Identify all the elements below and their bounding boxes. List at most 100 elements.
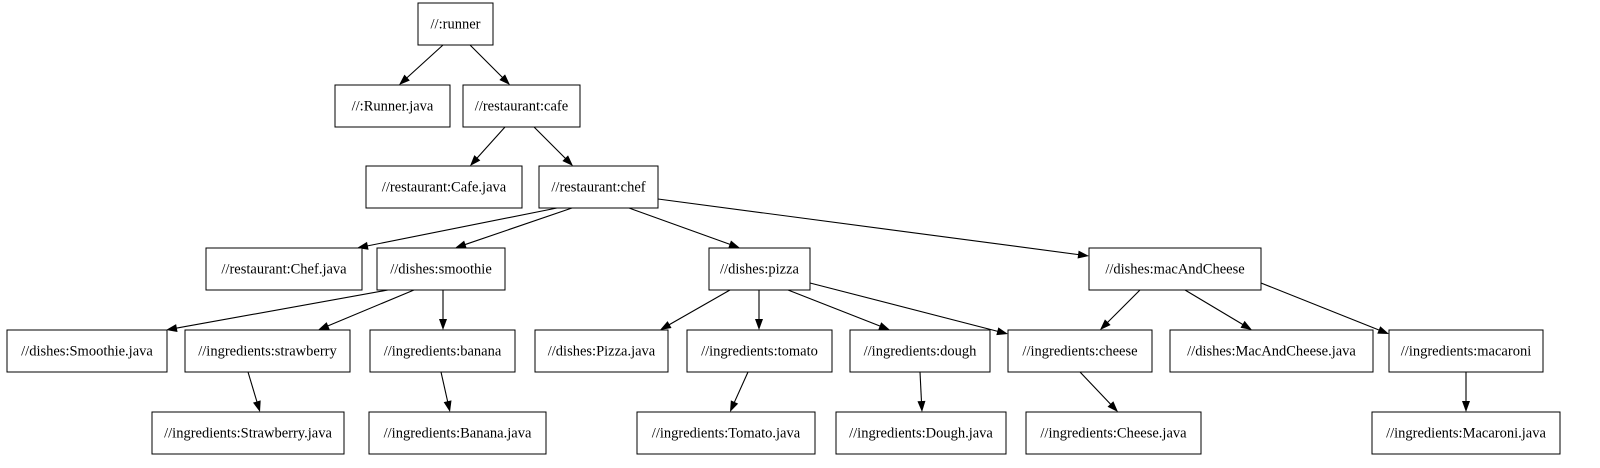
- node-box[interactable]: [686, 329, 833, 373]
- graph-edge: [1260, 282, 1389, 334]
- edge-line: [919, 371, 923, 403]
- node-box[interactable]: [1007, 329, 1153, 373]
- edge-arrowhead-icon: [996, 327, 1008, 336]
- node-label: //dishes:Smoothie.java: [21, 343, 153, 359]
- node-box[interactable]: [835, 411, 1007, 455]
- graph-edge: [1184, 289, 1252, 330]
- graph-node[interactable]: //restaurant:cafe: [462, 84, 581, 128]
- graph-node[interactable]: //ingredients:Tomato.java: [636, 411, 816, 455]
- graph-edge: [247, 371, 261, 412]
- edge-line: [1106, 289, 1141, 324]
- edge-arrowhead-icon: [1077, 250, 1089, 259]
- node-label: //ingredients:Tomato.java: [652, 425, 801, 441]
- graph-edge: [657, 198, 1089, 259]
- edge-arrowhead-icon: [439, 319, 447, 330]
- edge-line: [733, 371, 749, 404]
- edge-line: [1079, 371, 1112, 406]
- node-label: //ingredients:cheese: [1022, 343, 1137, 359]
- node-box[interactable]: [534, 329, 669, 373]
- node-box[interactable]: [365, 165, 523, 209]
- node-box[interactable]: [205, 247, 363, 291]
- edge-arrowhead-icon: [318, 322, 330, 330]
- edge-arrowhead-icon: [399, 74, 410, 85]
- node-label: //restaurant:Chef.java: [221, 261, 347, 277]
- node-label: //dishes:pizza: [720, 261, 799, 277]
- graph-edge: [399, 44, 444, 85]
- graph-node[interactable]: //ingredients:tomato: [686, 329, 833, 373]
- node-box[interactable]: [376, 247, 506, 291]
- graph-node[interactable]: //:runner: [417, 2, 494, 46]
- node-box[interactable]: [708, 247, 811, 291]
- edge-line: [326, 289, 415, 327]
- node-label: //ingredients:strawberry: [198, 343, 337, 359]
- graph-node[interactable]: //restaurant:Chef.java: [205, 247, 363, 291]
- edge-arrowhead-icon: [443, 400, 452, 412]
- edge-arrowhead-icon: [499, 74, 510, 85]
- edge-line: [787, 289, 882, 328]
- graph-node[interactable]: //dishes:Smoothie.java: [6, 329, 168, 373]
- node-label: //restaurant:cafe: [475, 98, 568, 114]
- graph-node[interactable]: //ingredients:Strawberry.java: [151, 411, 345, 455]
- edge-line: [463, 207, 573, 246]
- node-box[interactable]: [151, 411, 345, 455]
- node-box[interactable]: [369, 329, 516, 373]
- graph-node[interactable]: //restaurant:Cafe.java: [365, 165, 523, 209]
- graph-node[interactable]: //ingredients:macaroni: [1388, 329, 1544, 373]
- node-label: //ingredients:macaroni: [1401, 343, 1531, 359]
- graph-node[interactable]: //ingredients:cheese: [1007, 329, 1153, 373]
- edge-line: [469, 44, 504, 79]
- edge-line: [247, 371, 258, 404]
- edge-arrowhead-icon: [1377, 326, 1389, 334]
- node-box[interactable]: [1025, 411, 1202, 455]
- graph-node[interactable]: //dishes:macAndCheese: [1088, 247, 1262, 291]
- graph-edge: [455, 207, 573, 249]
- graph-node[interactable]: //ingredients:Cheese.java: [1025, 411, 1202, 455]
- edge-arrowhead-icon: [917, 400, 926, 412]
- graph-node[interactable]: //ingredients:strawberry: [184, 329, 351, 373]
- graph-edge: [470, 126, 506, 166]
- graph-edge: [1462, 372, 1470, 412]
- node-box[interactable]: [6, 329, 168, 373]
- node-box[interactable]: [417, 2, 494, 46]
- graph-node[interactable]: //ingredients:Dough.java: [835, 411, 1007, 455]
- edge-arrowhead-icon: [562, 155, 573, 166]
- edge-arrowhead-icon: [1107, 401, 1118, 412]
- node-box[interactable]: [462, 84, 581, 128]
- graph-node[interactable]: //:Runner.java: [334, 84, 451, 128]
- edge-arrowhead-icon: [166, 324, 178, 332]
- edge-line: [809, 282, 999, 333]
- edge-line: [366, 207, 558, 247]
- graph-edge: [628, 207, 740, 249]
- edge-arrowhead-icon: [1100, 319, 1111, 330]
- node-box[interactable]: [368, 411, 547, 455]
- node-box[interactable]: [334, 84, 451, 128]
- graph-node[interactable]: //ingredients:Macaroni.java: [1371, 411, 1561, 455]
- node-box[interactable]: [849, 329, 991, 373]
- graph-node[interactable]: //restaurant:chef: [538, 165, 659, 209]
- node-box[interactable]: [1371, 411, 1561, 455]
- graph-edge: [755, 290, 763, 330]
- graph-edge: [166, 289, 389, 332]
- graph-node[interactable]: //ingredients:banana: [369, 329, 516, 373]
- edge-layer: [166, 44, 1470, 412]
- node-box[interactable]: [1169, 329, 1374, 373]
- node-label: //dishes:MacAndCheese.java: [1187, 343, 1356, 359]
- node-label: //ingredients:Cheese.java: [1040, 425, 1187, 441]
- graph-node[interactable]: //dishes:Pizza.java: [534, 329, 669, 373]
- node-box[interactable]: [538, 165, 659, 209]
- graph-node[interactable]: //ingredients:Banana.java: [368, 411, 547, 455]
- node-label: //ingredients:tomato: [701, 343, 818, 359]
- graph-edge: [730, 371, 749, 412]
- node-label: //dishes:macAndCheese: [1105, 261, 1244, 277]
- graph-node[interactable]: //ingredients:dough: [849, 329, 991, 373]
- node-box[interactable]: [636, 411, 816, 455]
- node-label: //ingredients:Banana.java: [384, 425, 532, 441]
- node-box[interactable]: [1088, 247, 1262, 291]
- graph-edge: [787, 289, 890, 330]
- graph-node[interactable]: //dishes:pizza: [708, 247, 811, 291]
- graph-edge: [357, 207, 558, 250]
- graph-node[interactable]: //dishes:MacAndCheese.java: [1169, 329, 1374, 373]
- node-box[interactable]: [184, 329, 351, 373]
- node-box[interactable]: [1388, 329, 1544, 373]
- graph-node[interactable]: //dishes:smoothie: [376, 247, 506, 291]
